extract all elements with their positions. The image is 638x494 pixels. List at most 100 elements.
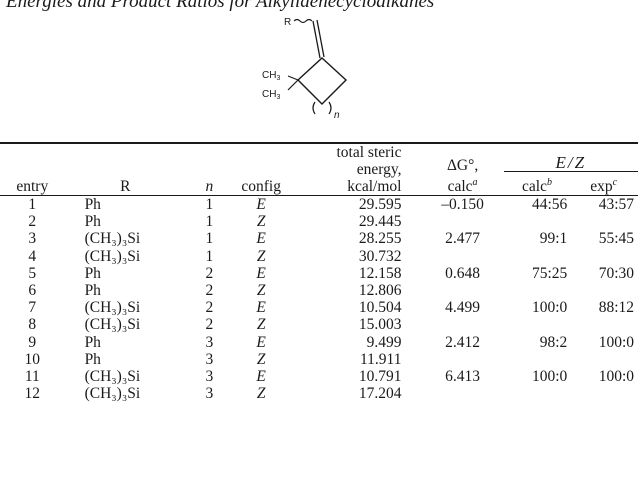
wavy-bond <box>293 18 313 24</box>
cell-dg <box>421 351 503 368</box>
cell-entry: 11 <box>24 368 40 386</box>
cell-config: Z <box>256 213 266 231</box>
header-r: R <box>120 177 131 195</box>
cell-n: 2 <box>205 316 214 334</box>
methyl-label-upper: CH3 <box>262 70 280 82</box>
cell-n: 1 <box>205 196 214 213</box>
cell-n: 2 <box>205 299 214 317</box>
cell-calc: 100:0 <box>531 299 568 317</box>
cell-entry: 7 <box>28 299 37 317</box>
header-row-top: entry R n config total steric energy, kc… <box>0 144 638 195</box>
header-config: config <box>241 177 281 195</box>
cell-n: 1 <box>205 213 214 231</box>
cell-r: Ph <box>84 333 101 351</box>
cell-exp: 55:45 <box>598 230 634 248</box>
cell-dg: 2.412 <box>445 333 481 351</box>
cell-n: 2 <box>205 264 214 282</box>
cell-r: (CH₃)₃Si <box>84 299 141 317</box>
energy-ratio-table: entry R n config total steric energy, kc… <box>0 142 638 402</box>
cell-n: 3 <box>205 333 214 351</box>
cell-exp <box>570 351 638 368</box>
cell-exp: 88:12 <box>598 299 634 317</box>
caption-text: Energies and Product Ratios for Alkylide… <box>6 0 435 12</box>
cell-energy: 10.504 <box>358 299 402 317</box>
table-caption-fragment: Energies and Product Ratios for Alkylide… <box>0 0 638 13</box>
cell-config: Z <box>256 316 266 334</box>
alkylidenecycloalkane-structure-icon: R n CH3 CH3 <box>262 17 348 121</box>
cell-energy: 11.911 <box>360 350 402 368</box>
cell-energy: 30.732 <box>358 247 402 265</box>
cell-dg: 0.648 <box>445 264 481 282</box>
cell-entry: 1 <box>28 196 37 213</box>
cell-exp <box>570 316 638 333</box>
cyclobutane-ring <box>296 57 348 105</box>
cell-calc <box>504 385 571 402</box>
chemical-structure: R n CH3 CH3 <box>258 14 398 136</box>
cell-dg: 2.477 <box>445 230 481 248</box>
table-header-rule <box>0 195 638 196</box>
cell-entry: 4 <box>28 247 37 265</box>
cell-energy: 10.791 <box>358 368 402 386</box>
cell-calc <box>504 213 571 230</box>
cell-r: Ph <box>84 196 101 213</box>
cell-r: Ph <box>84 213 101 231</box>
header-entry: entry <box>16 177 49 195</box>
cell-energy: 17.204 <box>358 385 402 403</box>
cell-calc: 99:1 <box>539 230 568 248</box>
cell-entry: 10 <box>24 350 41 368</box>
ring-index-label: n <box>334 110 340 121</box>
cell-exp <box>570 213 638 230</box>
cell-r: Ph <box>84 282 101 300</box>
cell-entry: 6 <box>28 282 37 300</box>
cell-config: E <box>256 230 266 248</box>
cell-config: Z <box>256 282 266 300</box>
cell-r: (CH₃)₃Si <box>84 316 141 334</box>
header-dg-line1: ΔG°, <box>446 156 479 174</box>
cell-entry: 9 <box>28 333 37 351</box>
cell-r: Ph <box>84 350 101 368</box>
header-energy-line2: energy, <box>356 161 402 178</box>
cell-exp: 100:0 <box>598 368 634 386</box>
cell-entry: 8 <box>28 316 37 334</box>
cell-energy: 12.806 <box>358 282 402 300</box>
cell-calc: 98:2 <box>539 333 568 351</box>
ring-bracket-right <box>328 101 332 115</box>
header-energy-line1: total steric <box>336 144 402 161</box>
cell-dg <box>421 282 503 299</box>
cell-config: E <box>256 196 266 213</box>
methyl-bond-upper <box>287 75 299 81</box>
cell-entry: 5 <box>28 264 37 282</box>
cell-dg <box>421 385 503 402</box>
cell-calc <box>504 282 571 299</box>
table-row: 6 Ph 2 Z 12.806 <box>0 282 638 299</box>
double-bond-line-a <box>312 20 321 59</box>
cell-r: (CH₃)₃Si <box>84 247 141 265</box>
cell-config: E <box>256 333 266 351</box>
double-bond-line-b <box>316 19 325 58</box>
cell-energy: 28.255 <box>358 230 402 248</box>
cell-n: 2 <box>205 282 214 300</box>
cell-exp <box>570 282 638 299</box>
cell-config: Z <box>256 385 266 403</box>
header-row-ez: E/Z <box>0 152 638 172</box>
cell-n: 1 <box>205 247 214 265</box>
cell-dg <box>421 248 503 265</box>
header-row-sub: calcb expc <box>0 171 638 195</box>
header-n: n <box>205 177 214 195</box>
cell-r: (CH₃)₃Si <box>84 230 141 248</box>
cell-exp: 70:30 <box>598 264 634 282</box>
cell-dg <box>421 213 503 230</box>
cell-n: 1 <box>205 230 214 248</box>
cell-exp: 43:57 <box>598 196 634 213</box>
cell-r: (CH₃)₃Si <box>84 368 141 386</box>
cell-entry: 2 <box>28 213 37 231</box>
